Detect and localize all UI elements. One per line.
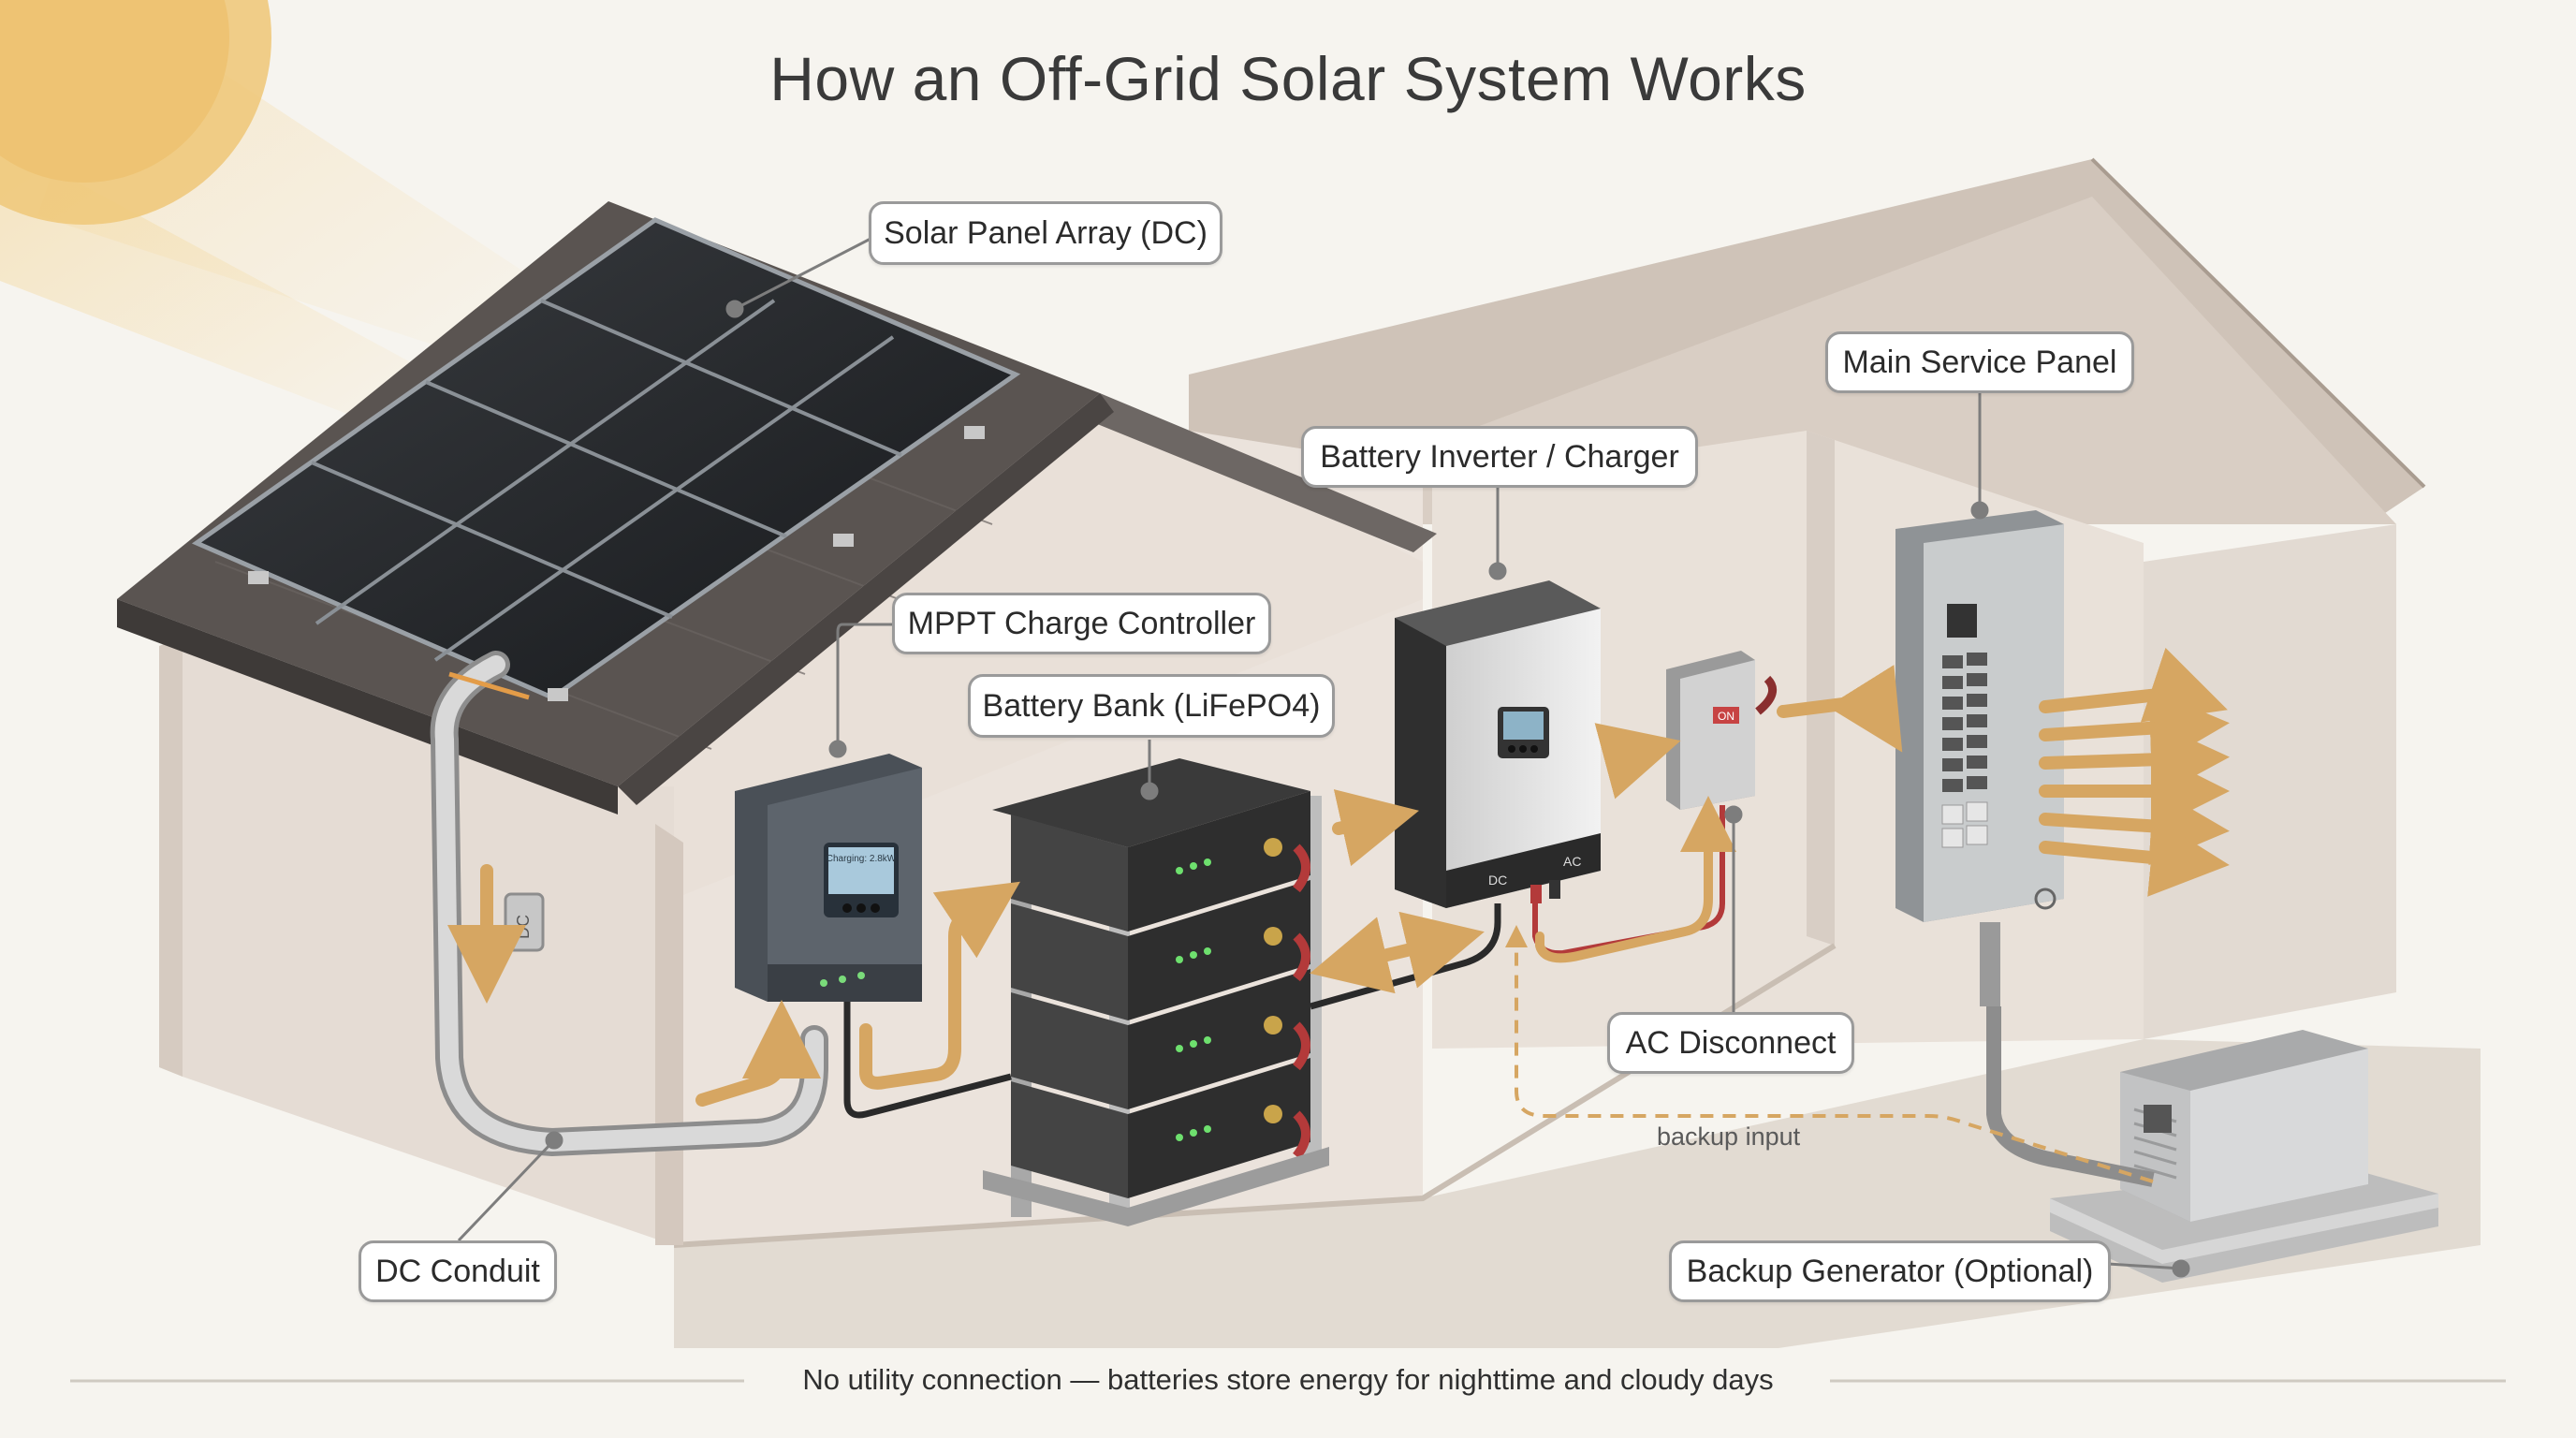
diagram-title: How an Off-Grid Solar System Works (769, 44, 1807, 113)
label-backup-input: backup input (1657, 1123, 1801, 1151)
battery-module (1011, 791, 1310, 932)
battery-module (1011, 880, 1310, 1020)
sun (0, 0, 580, 449)
callout-leaders (457, 237, 2190, 1278)
label-ac-disconnect: AC Disconnect (1607, 1012, 1854, 1074)
battery-module (1011, 1058, 1310, 1198)
energy-flow-arrows (447, 647, 2230, 1107)
label-battery-bank: Battery Bank (LiFePO4) (968, 674, 1335, 738)
battery-module (1011, 969, 1310, 1109)
footer-caption: No utility connection — batteries store … (0, 1363, 2576, 1397)
label-mppt-charge-controller: MPPT Charge Controller (892, 593, 1271, 654)
label-backup-generator: Backup Generator (Optional) (1669, 1240, 2111, 1302)
inverter-dc-label: DC (1488, 873, 1507, 888)
controller-display: Charging: 2.8kW (827, 854, 897, 864)
disconnect-switch-label: ON (1718, 710, 1734, 723)
inverter-ac-label: AC (1563, 854, 1581, 869)
mppt-charge-controller: Charging: 2.8kW (735, 754, 922, 1002)
backup-generator (2050, 1030, 2438, 1283)
battery-bank (983, 758, 1329, 1226)
battery-inverter-charger: DC AC (1395, 580, 1601, 908)
label-dc-conduit: DC Conduit (359, 1240, 557, 1302)
solar-panel-array (191, 217, 1021, 701)
footer-text: No utility connection — batteries store … (780, 1363, 1796, 1396)
main-service-panel (1895, 510, 2064, 1006)
backup-input-line (1505, 925, 2154, 1183)
label-battery-inverter-charger: Battery Inverter / Charger (1301, 426, 1698, 488)
label-solar-panel-array: Solar Panel Array (DC) (869, 201, 1222, 265)
ac-disconnect: ON (1666, 651, 1778, 810)
conduit-tag: DC (514, 915, 533, 939)
label-main-service-panel: Main Service Panel (1825, 331, 2134, 393)
